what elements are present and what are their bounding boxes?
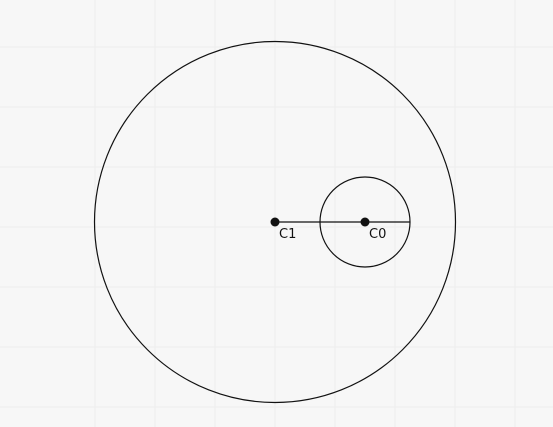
point-label-c0: C0 xyxy=(369,227,386,242)
point-label-c1: C1 xyxy=(279,227,296,242)
center-point-c1 xyxy=(270,217,280,227)
center-point-c0 xyxy=(360,217,370,227)
outer-circle xyxy=(93,40,457,404)
